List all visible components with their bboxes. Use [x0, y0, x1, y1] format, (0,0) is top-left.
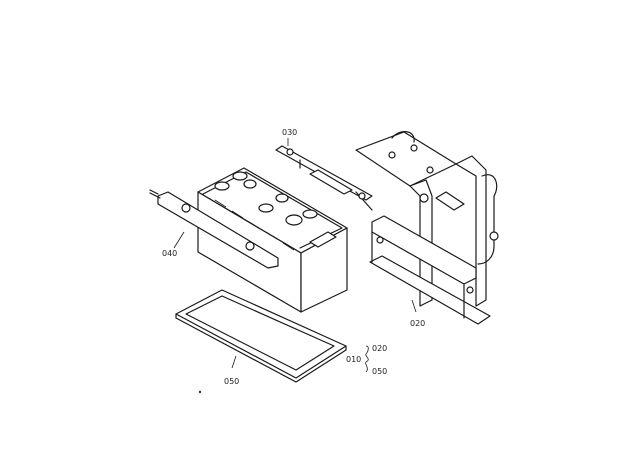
- battery-stay-frame: [355, 131, 499, 325]
- hold-down-bar: [149, 189, 279, 269]
- battery-tray: [175, 289, 347, 383]
- bracket-030: [275, 145, 373, 211]
- speck: [198, 390, 202, 394]
- label-040: 040: [162, 249, 177, 258]
- legend-bottom: 050: [372, 367, 387, 376]
- label-030: 030: [282, 128, 297, 137]
- battery-terminals: [214, 171, 337, 251]
- leader-lines: [173, 138, 417, 369]
- assembly-legend: 010 020 050: [346, 344, 387, 376]
- legend-main: 010: [346, 355, 361, 364]
- legend-top: 020: [372, 344, 387, 353]
- label-020: 020: [410, 319, 425, 328]
- label-050: 050: [224, 377, 239, 386]
